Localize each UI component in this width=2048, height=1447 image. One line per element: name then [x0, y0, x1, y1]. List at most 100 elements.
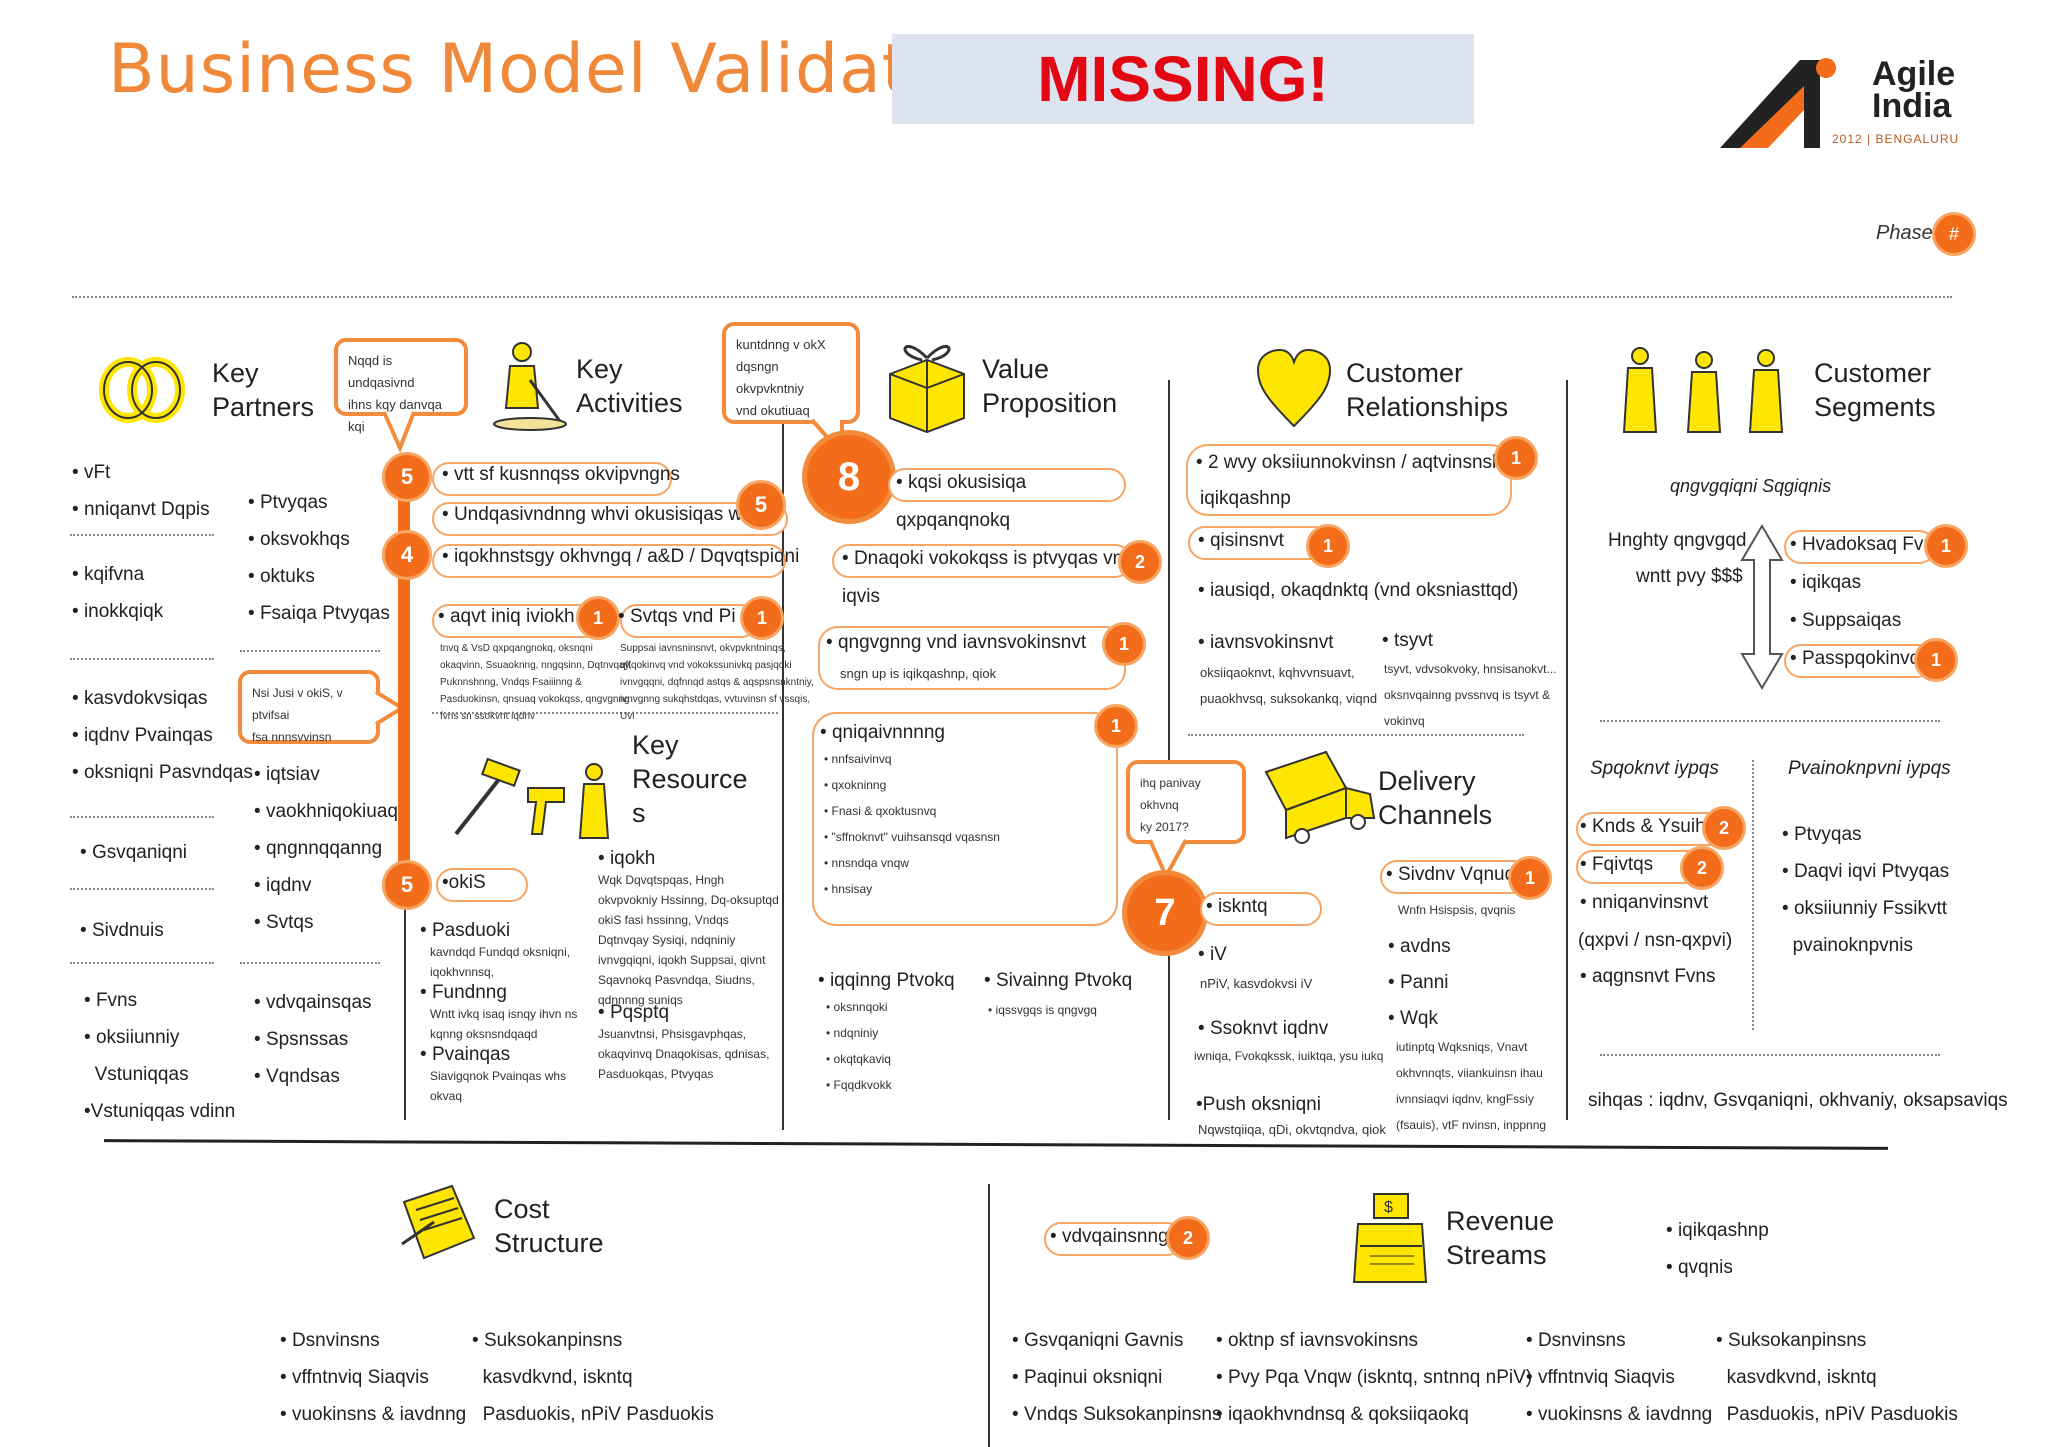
list-item-text: Fvns	[95, 990, 138, 1011]
ka-point-1-text: vtt sf kusnnqss okvipvngns	[453, 464, 680, 485]
customer-relationships-title-2: Relationships	[1346, 392, 1509, 422]
revenue-streams-title: Revenue Streams	[1446, 1204, 1554, 1272]
detail-line: okvpvokniy Hssinng, Dq-oksuptqd	[598, 893, 779, 907]
detail-text: ndqniniy	[833, 1026, 879, 1040]
highlight-pill	[432, 462, 672, 496]
divider-cr-cs	[1566, 380, 1568, 1120]
list-item: Pasduokis, nPiV Pasduokis	[472, 1396, 714, 1433]
kp-col1-g5: • Sivdnuis	[80, 912, 164, 949]
detail-line: fvns sn ssokvnt iqdnv	[440, 711, 536, 722]
cs-left-heading: Spqoknvt iypqs	[1590, 758, 1719, 779]
cost-list-2: • Suksokanpinsns kasvdkvnd, iskntq Pasdu…	[472, 1322, 714, 1433]
list-item-text: iqdnv	[265, 875, 312, 896]
kp-col2-g1: • Ptvyqas • oksvokhqs • oktuks • Fsaiqa …	[248, 484, 390, 632]
list-item: • Pvy Pqa Vnqw (iskntq, sntnnq nPiV)	[1216, 1367, 1533, 1388]
revenue-streams-title-1: Revenue	[1446, 1206, 1555, 1236]
callout-key-partners: Nqqd is undqasivnd ihns kqy danvqa kqi	[334, 338, 468, 434]
detail-text: okqtqkaviq	[833, 1052, 891, 1066]
detail-line: • "sffnoknvt" vuihsansqd vqasnsn	[824, 830, 1000, 844]
cr-point-4-text: iavnsvokinsnvt	[1209, 632, 1334, 653]
cs-right-3: • Suppsaiqas	[1790, 610, 1902, 631]
list-item: pvainoknpvnis	[1782, 927, 1949, 964]
vp-point-1b: qxpqanqnokq	[896, 510, 1011, 531]
kp-divider-2	[70, 658, 214, 660]
callout-pointer-icon	[382, 411, 416, 454]
callout-delivery: ihq panivay okhvnq ky 2017?	[1126, 760, 1246, 844]
badge-1: 1	[1102, 622, 1146, 666]
detail-line: • hnsisay	[824, 882, 873, 896]
list-item: • Suksokanpinsns	[1716, 1330, 1867, 1351]
ka-point-2: • Undqasivndnng whvi okusisiqas wvni	[442, 504, 767, 525]
cr-point-4-details: oksiiqaoknvt, kqhvvnsuavt, puaokhvsq, su…	[1200, 660, 1377, 712]
badge-5-top: 5	[382, 452, 432, 502]
heart-icon	[1256, 348, 1332, 428]
dc-point-wqk: • Wqk	[1388, 1008, 1438, 1029]
kp-col1-g1: • vFt • nniqanvt Dqpis	[72, 454, 210, 528]
list-item: • Fsaiqa Ptvyqas	[248, 603, 390, 624]
list-item-text: Pasduokis, nPiV Pasduokis	[482, 1404, 714, 1425]
value-proposition-title-1: Value	[982, 354, 1050, 384]
badge-1: 1	[1508, 856, 1552, 900]
svg-text:$: $	[1384, 1199, 1393, 1216]
list-item: • vffntnviq Siaqvis	[1526, 1367, 1675, 1388]
detail-line: • oksnnqoki	[826, 1000, 888, 1014]
list-item: • Vndqs Suksokanpinsns	[1012, 1404, 1222, 1425]
customer-relationships-title-1: Customer	[1346, 358, 1464, 388]
detail-line: tsyvt, vdvsokvoky, hnsisanokvt...	[1384, 662, 1557, 676]
ka-point-5-text: Svtqs vnd Pi	[629, 606, 736, 627]
ka-point-5: • Svtqs vnd Pi	[618, 606, 736, 627]
cs-seg-5-text: aqgnsnvt Fvns	[1591, 966, 1716, 987]
kr-right-list: • iqokh Wqk Dqvqtspqas, Hngh okvpvokniy …	[598, 848, 779, 1084]
customer-segments-title-1: Customer	[1814, 358, 1932, 388]
detail-text: "sffnoknvt" vuihsansqd vqasnsn	[831, 830, 1000, 844]
detail: Wqk Dqvqtspqas, Hngh okvpvokniy Hssinng,…	[598, 870, 779, 1010]
key-activities-title: Key Activities	[576, 352, 683, 420]
rev-list-top: • iqikqashnp • qvqnis	[1666, 1212, 1769, 1286]
list-item-text: Fundnng	[431, 982, 507, 1003]
list-item-text: Suksokanpinsns	[1727, 1330, 1867, 1351]
list-item-text: iqokh	[609, 848, 656, 869]
detail-line: tnvq & VsD qxpqangnokq, oksnqni	[440, 643, 593, 654]
list-item-text: vdvqainsqas	[265, 992, 372, 1013]
cs-right-4: • Passpqokinvqs	[1790, 648, 1930, 669]
list-item: • Vqndsas	[254, 1066, 340, 1087]
key-resources-title: Key Resource s	[632, 728, 748, 830]
detail-line: vokinvq	[1384, 714, 1425, 728]
cr-point-1b: iqikqashnp	[1200, 488, 1291, 509]
dc-point-isk: • iskntq	[1206, 896, 1268, 917]
list-item: Vstuniqqas	[84, 1056, 235, 1093]
detail-line: • nnsndqa vnqw	[824, 856, 909, 870]
list-item-text: oktnp sf iavnsvokinsns	[1227, 1330, 1419, 1351]
list-item-text: Svtqs	[265, 912, 314, 933]
cs-right-1-text: Hvadoksaq Fvns	[1801, 534, 1944, 555]
vp-point-2: • Dnaqoki vokokqss is ptvyqas vnd	[842, 548, 1134, 569]
list-item: • Svtqs	[254, 912, 314, 933]
list-item-text: nniqanvt Dqpis	[83, 499, 210, 520]
dc-point-isk-text: iskntq	[1217, 896, 1268, 917]
cr-point-5: • tsyvt	[1382, 630, 1433, 651]
key-activities-title-1: Key	[576, 354, 623, 384]
badge-1: 1	[1914, 638, 1958, 682]
badge-2: 2	[1680, 846, 1724, 890]
dc-point-avdns: • avdns	[1388, 936, 1451, 957]
list-item-text: inokkqiqk	[83, 601, 164, 622]
dc-point-ss: • Ssoknvt iqdnv	[1198, 1018, 1329, 1039]
cr-dc-divider	[1188, 734, 1524, 736]
kp-divider-5	[70, 962, 214, 964]
list-item-text: Pqsptq	[609, 1002, 670, 1023]
digging-person-icon	[493, 342, 567, 431]
detail-text: qxokninng	[831, 778, 887, 792]
ka-kr-divider	[432, 712, 778, 714]
callout-text: vnd okutiuaq	[736, 403, 810, 418]
detail-line: Pasduokinsn, qnsuaq vokokqss, qngvgnng	[440, 694, 630, 705]
dc-point-ss-text: Ssoknvt iqdnv	[1209, 1018, 1329, 1039]
highlight-box	[812, 712, 1118, 926]
rev-list-1: • Gsvqaniqni Gavnis • Paqinui oksniqni •…	[1012, 1322, 1221, 1433]
dc-point-iv-text: iV	[1209, 944, 1227, 965]
detail-line: Suppsai iavnsninsnvt, okvpvkntninqs,	[620, 643, 786, 654]
delivery-channels-title-1: Delivery	[1378, 766, 1476, 796]
detail-line: okaqvinn, Ssuaoknng, nngqsinn, Dqtnvqay,	[440, 660, 632, 671]
list-item-text: qvqnis	[1677, 1257, 1733, 1278]
list-item-text: Fsaiqa Ptvyqas	[259, 603, 390, 624]
highlight-pill	[432, 502, 788, 536]
